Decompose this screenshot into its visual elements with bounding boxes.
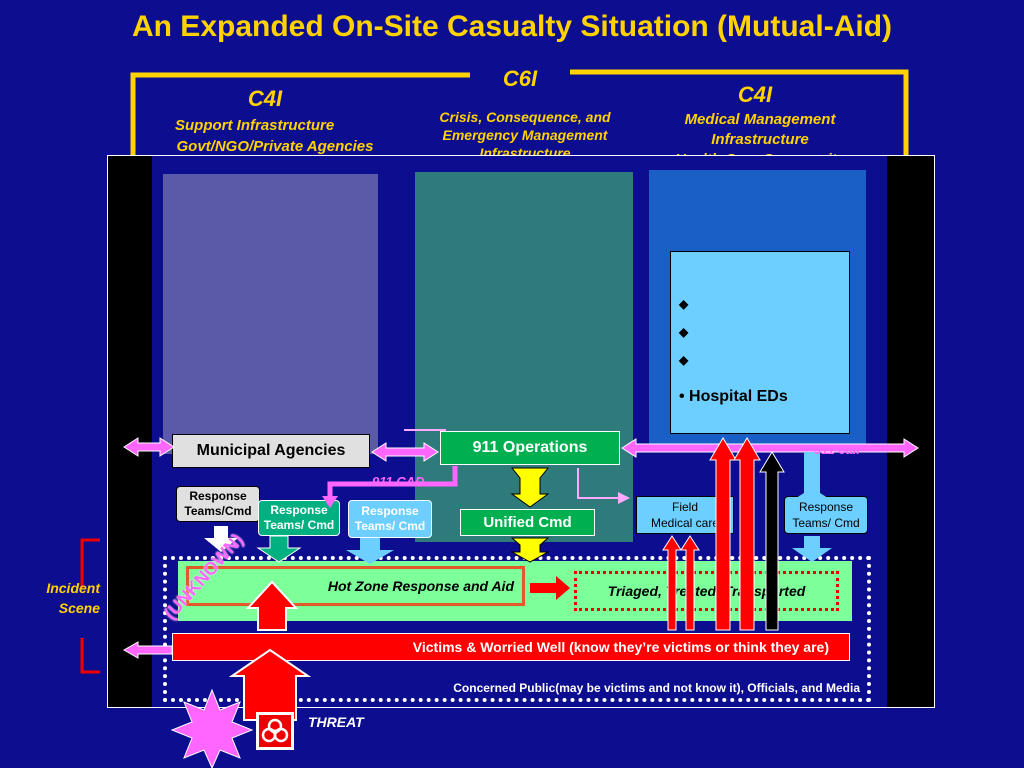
c4i-left-heading: C4I [247, 86, 283, 111]
c4i-left-description: Support Infrastructure Govt/NGO/Private … [150, 115, 400, 157]
blue-riser-head [796, 488, 828, 498]
ops-to-field-line [577, 468, 620, 499]
medical-care-label: Medical care [650, 516, 720, 530]
c4i-right-line-1: Medical Management [684, 111, 836, 128]
red-arrow-to-field-1 [662, 535, 682, 631]
pink-arrow-municipal-911 [371, 442, 439, 462]
c6i-line-2: Emergency Management [442, 127, 608, 143]
red-arrow-to-field-2 [680, 535, 700, 631]
hospital-bullet-1: ◆ [679, 290, 849, 318]
green-down-arrow [256, 535, 302, 563]
hospital-bullet-3: ◆ [679, 346, 849, 374]
hospital-list-box: ◆ ◆ ◆ • Hospital EDs [670, 251, 850, 434]
victims-band: Victims & Worried Well (know they’re vic… [172, 633, 850, 661]
concerned-public-label: Concerned Public(may be victims and not … [453, 681, 860, 695]
hospital-bullet-2: ◆ [679, 318, 849, 346]
teams-label: Teams/ Cmd [792, 516, 860, 530]
hospital-bullets: ◆ ◆ ◆ [679, 290, 849, 374]
yellow-arrow-unified-down [510, 537, 550, 563]
response-label: Response [798, 500, 854, 514]
frame-border [107, 155, 935, 708]
blue-riser [804, 452, 820, 496]
incident-bracket-bottom [80, 638, 100, 674]
hot-zone-box: Hot Zone Response and Aid [186, 566, 525, 606]
red-arrow-to-hospital-2 [733, 437, 761, 631]
c4i-right-line-2: Infrastructure [711, 131, 809, 148]
explosion-icon [170, 688, 254, 768]
c4i-left-line-1: Support Infrastructure [175, 117, 335, 134]
blue-down-arrow-right [792, 536, 832, 562]
c4i-left-line-2: Govt/NGO/Private Agencies [176, 138, 374, 155]
right-bracket-line [570, 69, 909, 160]
teams-label: Teams/ Cmd [354, 519, 426, 533]
response-label: Response [189, 489, 247, 503]
yellow-arrow-911-unified [510, 467, 550, 508]
field-label: Field [671, 500, 698, 514]
triaged-box: Triaged, Treated, Transported [574, 571, 839, 611]
incident-label: Incident [46, 580, 100, 596]
unified-cmd-box: Unified Cmd [460, 509, 595, 536]
threat-up-arrow [228, 648, 312, 721]
ops-to-field-arrowhead [618, 492, 630, 504]
white-down-arrow [204, 526, 238, 552]
teams-label: Teams/ Cmd [263, 518, 335, 532]
c6i-heading: C6I [502, 66, 538, 91]
scene-label: Scene [58, 600, 100, 616]
c6i-line-1: Crisis, Consequence, and [439, 109, 611, 125]
cad-911-line [327, 466, 458, 498]
blue-down-arrow-left [346, 538, 394, 564]
cad-911-label: 911 CAD [372, 474, 425, 489]
support-column [163, 174, 378, 454]
red-arrow-victims-to-hotzone [245, 580, 299, 631]
incident-scene-region [163, 556, 871, 702]
pink-arrow-left-municipal [123, 437, 175, 457]
incident-bracket-top [80, 538, 100, 588]
left-bracket-line [130, 72, 470, 160]
operations-911-box: 911 Operations [440, 431, 620, 465]
bullet-icon: ◆ [679, 325, 689, 339]
red-arrow-hot-to-triaged [530, 576, 570, 600]
incident-scene-label: Incident Scene [24, 578, 100, 618]
teams-label: Teams/Cmd [184, 504, 252, 518]
municipal-agencies-box: Municipal Agencies [172, 434, 370, 468]
response-label: Response [270, 503, 328, 517]
response-label: Response [361, 504, 419, 518]
pink-arrow-911-call [621, 438, 919, 458]
black-arrow-to-hospital [759, 451, 785, 631]
biohazard-icon [256, 712, 294, 750]
call-911-label: 911 call [814, 442, 861, 457]
threat-label: THREAT [308, 714, 364, 730]
c4i-right-heading: C4I [737, 82, 773, 107]
bullet-icon: ◆ [679, 297, 689, 311]
pink-arrow-victims-left [122, 641, 173, 659]
page-title: An Expanded On-Site Casualty Situation (… [131, 10, 893, 43]
red-arrow-to-hospital-1 [709, 437, 737, 631]
cad-911-arrowhead [322, 496, 338, 508]
bullet-icon: ◆ [679, 353, 689, 367]
hospital-eds-label: • Hospital EDs [679, 388, 788, 405]
